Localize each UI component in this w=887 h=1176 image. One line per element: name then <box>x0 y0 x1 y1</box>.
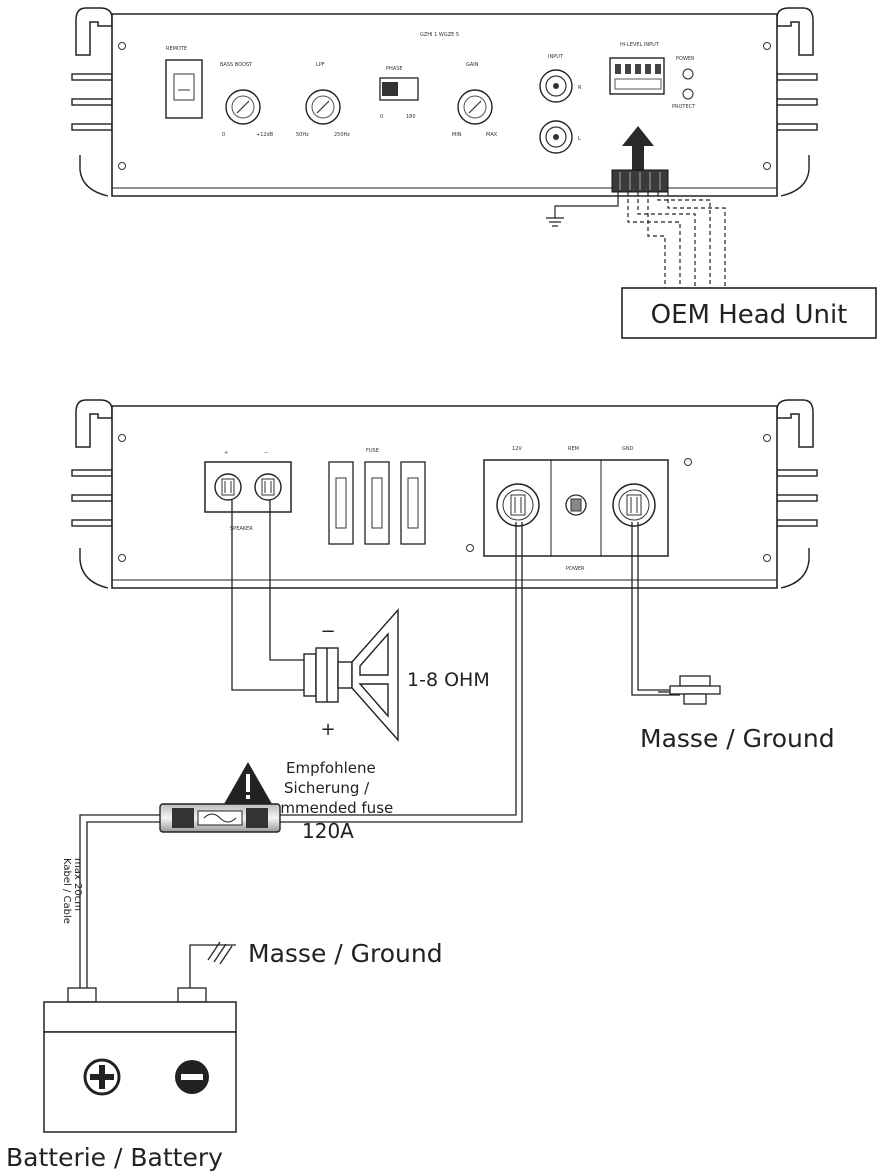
model-label: GZHI 1 WGZE 5 <box>420 32 459 38</box>
power-led-label: POWER <box>676 56 695 62</box>
gain-max: MAX <box>486 132 498 138</box>
battery-ground-icon <box>207 941 236 965</box>
amp-fuse-1 <box>328 461 354 545</box>
amp-front-panel: GZHI 1 WGZE 5 REMOTE BASS BOOST 0 +12dB … <box>71 7 818 197</box>
fuse-note-line2: Sicherung / <box>284 779 370 797</box>
amp-fuse-2 <box>364 461 390 545</box>
speaker-plus-label: + <box>224 450 228 456</box>
warning-icon <box>224 762 272 804</box>
gain-label: GAIN <box>466 62 479 68</box>
connector-arrow-icon <box>622 126 654 170</box>
speaker-icon <box>303 608 399 742</box>
input-label: INPUT <box>548 54 564 60</box>
protect-led <box>682 88 694 100</box>
power-rem-label: REM <box>568 446 579 452</box>
power-led <box>682 68 694 80</box>
speaker-minus-sign: − <box>320 621 335 642</box>
lpf-label: LPF <box>316 62 325 68</box>
inline-fuse-icon <box>159 803 281 833</box>
battery-icon <box>43 987 237 1133</box>
bass-boost-max: +12dB <box>256 132 274 138</box>
oem-head-unit-box <box>621 287 877 339</box>
fuse-value: 120A <box>302 819 354 843</box>
bass-boost-label: BASS BOOST <box>220 62 253 68</box>
phase-max: 180 <box>406 114 416 120</box>
amp-ground-label: Masse / Ground <box>640 724 835 753</box>
head-unit-wiring <box>546 192 726 288</box>
speaker-impedance-label: 1-8 OHM <box>407 669 490 691</box>
speaker-plus-sign: + <box>320 719 335 740</box>
bass-boost-min: 0 <box>222 132 225 138</box>
oem-head-unit-label: OEM Head Unit <box>651 300 848 330</box>
fuse-label: FUSE <box>366 448 379 454</box>
battery-label: Batterie / Battery <box>6 1143 223 1172</box>
phase-min: 0 <box>380 114 383 120</box>
cable-note-line1: Kabel / Cable <box>61 858 72 924</box>
protect-led-label: PROTECT <box>672 104 696 110</box>
battery-ground-label: Masse / Ground <box>248 939 443 968</box>
gain-min: MIN <box>452 132 462 138</box>
fuse-note-line1: Empfohlene <box>286 759 376 777</box>
input-l-label: L <box>578 136 581 142</box>
lpf-max: 250Hz <box>334 132 350 138</box>
speaker-terminal-label: SPEAKER <box>230 526 253 532</box>
power-gnd-label: GND <box>622 446 634 452</box>
wires <box>79 500 680 988</box>
power-12v-label: 12V <box>512 446 522 452</box>
remote-label: REMOTE <box>166 46 187 52</box>
fuse-note-line3: Recommended fuse <box>244 799 393 817</box>
hilevel-label: HI-LEVEL INPUT <box>620 42 660 48</box>
phase-label: PHASE <box>386 66 403 72</box>
input-r-label: R <box>578 85 582 91</box>
lpf-min: 50Hz <box>296 132 309 138</box>
power-label: POWER <box>566 566 585 572</box>
speaker-minus-label: − <box>264 450 268 456</box>
cable-note-line2: max 20cm <box>72 858 83 911</box>
amp-fuse-3 <box>400 461 426 545</box>
amp-rear-panel: + − SPEAKER FUSE 12V REM GND <box>71 399 818 589</box>
amp-ground-bolt-icon <box>658 675 721 705</box>
